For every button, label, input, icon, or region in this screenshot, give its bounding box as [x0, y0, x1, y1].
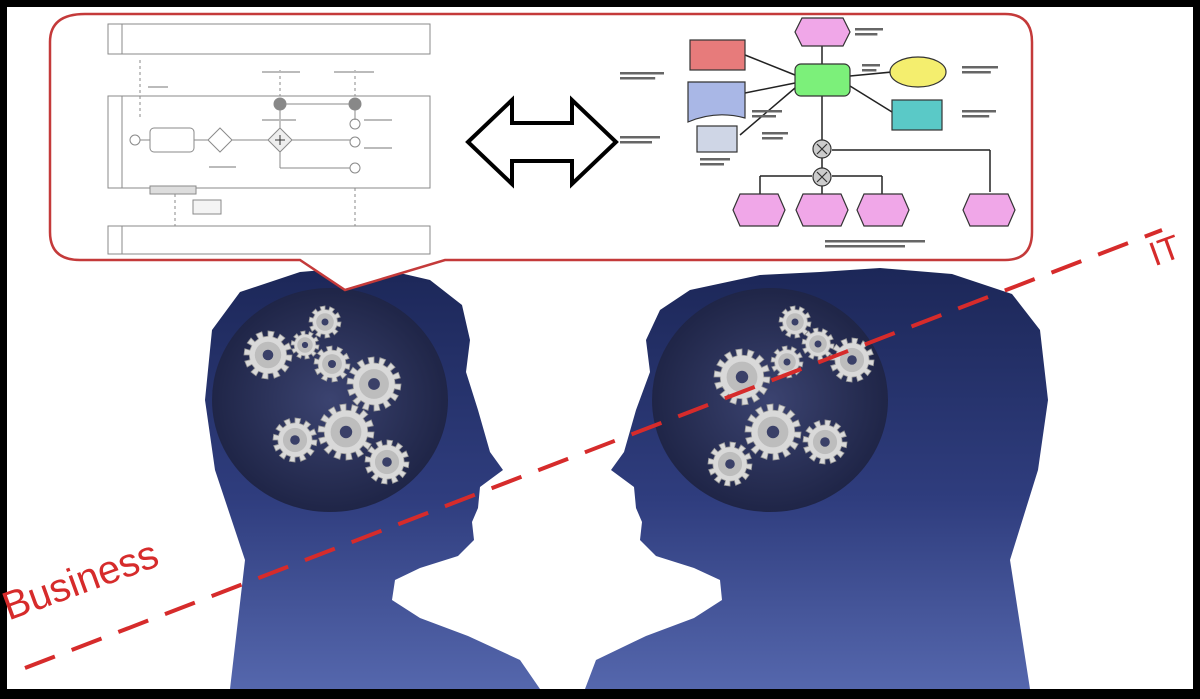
- epc-system: [891, 99, 943, 131]
- epc-document: [687, 81, 746, 123]
- gear-icon: [778, 305, 812, 339]
- gear-icon: [829, 337, 875, 383]
- double-headed-arrow-icon: [465, 95, 619, 189]
- epc-data-object: [689, 39, 746, 71]
- gear-icon: [308, 305, 342, 339]
- epc-process-diagram: [739, 45, 991, 194]
- epc-event-top: [794, 17, 851, 47]
- epc-event-bottom: [732, 193, 786, 227]
- gear-icon: [802, 419, 848, 465]
- gear-icon: [290, 330, 320, 360]
- right-brain: [652, 288, 888, 512]
- gear-cluster: [243, 305, 875, 487]
- gear-icon: [243, 330, 293, 380]
- gear-icon: [713, 348, 771, 406]
- bpmn-pool-bottom: [107, 225, 431, 255]
- business-it-divider: [24, 228, 1163, 670]
- epc-event-bottom: [962, 193, 1016, 227]
- gear-icon: [346, 356, 402, 412]
- gear-icon: [801, 327, 835, 361]
- bpmn-gateway-icon: [207, 127, 233, 153]
- bpmn-pool-middle: [107, 95, 431, 189]
- epc-envelope-icon: [696, 125, 738, 153]
- gear-icon: [317, 403, 375, 461]
- bpmn-process-diagram: [107, 23, 431, 255]
- epc-org-unit: [889, 56, 947, 88]
- gear-icon: [272, 417, 318, 463]
- epc-event-bottom: [856, 193, 910, 227]
- gear-icon: [707, 441, 753, 487]
- epc-shapes: [620, 17, 1016, 248]
- bpmn-pool-top: [107, 23, 431, 55]
- gear-icon: [364, 439, 410, 485]
- gear-icon: [744, 403, 802, 461]
- epc-function: [794, 63, 851, 97]
- epc-event-bottom: [795, 193, 849, 227]
- gear-icon: [313, 345, 351, 383]
